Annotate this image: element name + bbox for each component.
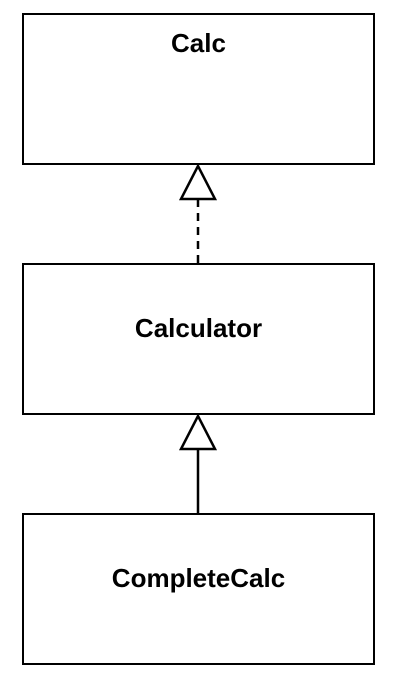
- class-calc-box: [22, 13, 375, 165]
- class-completecalc-name: CompleteCalc: [112, 563, 285, 593]
- class-completecalc: CompleteCalc: [22, 513, 375, 665]
- class-completecalc-box: [22, 513, 375, 665]
- generalization-edge-completecalc-to-calculator: [178, 413, 218, 514]
- class-calc: Calc: [22, 13, 375, 165]
- class-calculator: Calculator: [22, 263, 375, 415]
- realization-arrowhead-icon: [178, 163, 218, 201]
- class-calculator-box: [22, 263, 375, 415]
- generalization-arrowhead-icon: [178, 413, 218, 451]
- class-calc-name: Calc: [171, 28, 226, 58]
- realization-edge-calculator-to-calc: [178, 163, 218, 264]
- class-calculator-name: Calculator: [135, 313, 262, 343]
